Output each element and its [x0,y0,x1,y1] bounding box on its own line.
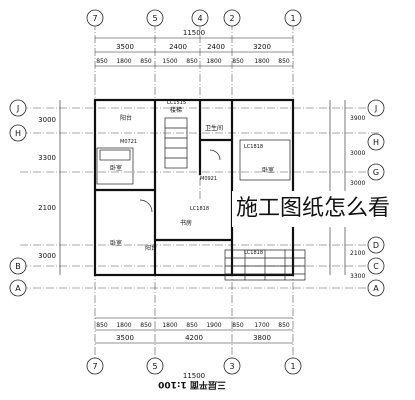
room-label-4: 书房 [180,219,192,227]
plan-title: 三层平面 1:100 [158,379,226,390]
top-subdim-3: 850 [140,58,152,65]
bottom-dim-1: 3500 [116,334,134,342]
left-dim-2: 3300 [38,154,56,162]
dimension-lines [59,37,346,344]
col-axis-top-2: 5 [152,14,157,23]
bottom-subdim-3: 850 [140,322,152,329]
bottom-subdim-9: 850 [278,322,290,329]
top-subdim-2: 1800 [116,58,131,65]
room-label-6: 阳台 [120,114,132,122]
col-axis-bottom-2: 5 [152,362,157,371]
row-axis-right-1: J [374,104,377,113]
top-subdim-8: 1800 [254,58,269,65]
bottom-subdim-1: 850 [96,322,108,329]
right-dim-5: 3300 [350,273,365,280]
row-axis-left-3: B [15,262,21,271]
right-dim-1: 3900 [350,115,365,122]
room-label-2: 卧室 [110,239,122,247]
top-dim-3: 2400 [207,43,225,51]
right-dim-2: 3000 [350,150,365,157]
top-subdim-6: 1800 [206,58,221,65]
row-axis-left-4: A [15,284,21,293]
left-dim-4: 3000 [38,252,56,260]
row-axis-right-4: D [373,241,379,250]
col-axis-bottom-3: 3 [229,362,234,371]
row-axis-right-3: G [373,168,379,177]
right-dim-3: 3000 [350,180,365,187]
bottom-subdim-7: 850 [232,322,244,329]
room-label-8: 卫生间 [205,124,223,132]
top-subdim-4: 1500 [162,58,177,65]
row-axis-right-6: A [373,284,379,293]
walls [93,98,306,281]
bottom-subdim-2: 1800 [116,322,131,329]
plan-title-group: 三层平面 1:100 [158,379,226,390]
window-tag-6: M0721 [120,139,137,145]
bottom-dim-2: 4200 [185,334,203,342]
col-axis-top-5: 1 [290,14,295,23]
left-dim-3: 2100 [38,204,56,212]
top-subdim-9: 850 [278,58,290,65]
total-dimension-bottom: 11500 [183,372,205,380]
bottom-subdim-4: 1800 [162,322,177,329]
top-subdim-5: 850 [186,58,198,65]
room-label-7: 阳台 [145,244,157,252]
window-tag-3: LC1818 [244,250,263,256]
col-axis-top-1: 7 [92,14,97,23]
total-dimension-top: 11500 [183,29,205,37]
col-axis-top-3: 4 [197,14,202,23]
bottom-dim-3: 3800 [253,334,271,342]
col-axis-bottom-4: 1 [290,362,295,371]
row-axis-right-5: C [373,262,379,271]
room-label-3: 楼梯 [170,106,182,114]
bottom-subdim-6: 1900 [206,322,221,329]
row-axis-left-2: H [15,129,21,138]
window-tag-5: M0921 [200,176,217,182]
top-subdim-7: 850 [232,58,244,65]
bottom-subdim-8: 1700 [254,322,269,329]
left-dim-1: 3000 [38,116,56,124]
room-label-5: 卧室 [262,166,274,174]
axis-bubbles [9,9,385,375]
top-dim-2: 2400 [169,43,187,51]
right-dim-4: 2100 [350,250,365,257]
drawing-labels: 11500 11500 3500 2400 2400 3200 850 1800… [15,14,379,390]
bottom-subdim-5: 850 [186,322,198,329]
top-dim-4: 3200 [253,43,271,51]
top-subdim-1: 850 [96,58,108,65]
window-tag-4: LC1818 [190,206,209,212]
overlay-caption: 施工图纸怎么看 [232,191,395,227]
col-axis-bottom-1: 7 [92,362,97,371]
col-axis-top-4: 2 [229,14,234,23]
row-axis-left-1: J [16,104,19,113]
window-tag-2: LC1818 [244,144,263,150]
row-axis-right-2: H [373,138,379,147]
room-label-1: 卧室 [110,164,122,172]
top-dim-1: 3500 [116,43,134,51]
window-tag-1: LC1515 [167,100,186,106]
